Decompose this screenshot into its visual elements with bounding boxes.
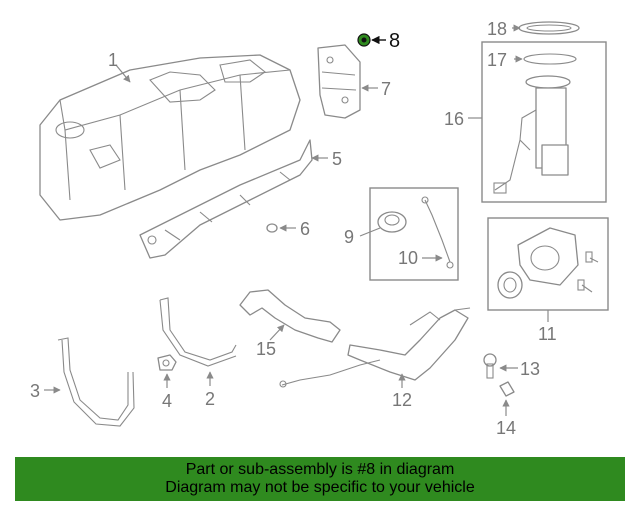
clip-part[interactable]: [499, 381, 515, 397]
sending-unit-cap-part[interactable]: [377, 211, 407, 233]
callout-8: 8: [389, 30, 400, 52]
part-info-banner: Part or sub-assembly is #8 in diagram Di…: [15, 457, 625, 501]
lock-ring-part[interactable]: [518, 21, 580, 35]
callout-16: 16: [444, 109, 464, 129]
pump-gasket-part[interactable]: [523, 53, 577, 65]
filler-tube-part[interactable]: [279, 307, 471, 388]
grommet-part-highlighted[interactable]: [357, 33, 371, 47]
callout-18: 18: [487, 19, 507, 39]
callout-10: 10: [398, 248, 418, 268]
fuel-tank-part[interactable]: [39, 54, 301, 221]
sensor-kit-box: [369, 187, 459, 281]
skid-plate-part[interactable]: [139, 139, 313, 259]
callout-15: 15: [256, 339, 276, 359]
callout-3: 3: [30, 381, 40, 401]
callout-12: 12: [392, 390, 412, 410]
banner-line-1: Part or sub-assembly is #8 in diagram: [185, 461, 455, 478]
callout-7: 7: [381, 79, 391, 99]
heat-shield-part[interactable]: [317, 44, 361, 119]
strap-3-part[interactable]: [57, 337, 135, 427]
fill-hose-part[interactable]: [239, 289, 341, 343]
fuel-pump-module-part[interactable]: [493, 75, 571, 194]
filler-housing-part[interactable]: [497, 227, 599, 299]
callout-4: 4: [162, 391, 172, 411]
callout-1: 1: [108, 50, 118, 70]
bolt-part[interactable]: [483, 353, 497, 379]
strap-2-part[interactable]: [159, 297, 237, 367]
sensor-wire-part[interactable]: [424, 199, 451, 263]
callout-2: 2: [205, 389, 215, 409]
callout-11: 11: [538, 324, 557, 344]
callout-5: 5: [332, 149, 342, 169]
callout-13: 13: [520, 359, 540, 379]
callout-17: 17: [487, 50, 507, 70]
callout-9: 9: [344, 227, 354, 247]
callout-6: 6: [300, 219, 310, 239]
callout-14: 14: [496, 418, 516, 438]
nut-part[interactable]: [157, 354, 177, 371]
o-ring-part[interactable]: [266, 223, 278, 233]
banner-line-2: Diagram may not be specific to your vehi…: [165, 479, 475, 496]
